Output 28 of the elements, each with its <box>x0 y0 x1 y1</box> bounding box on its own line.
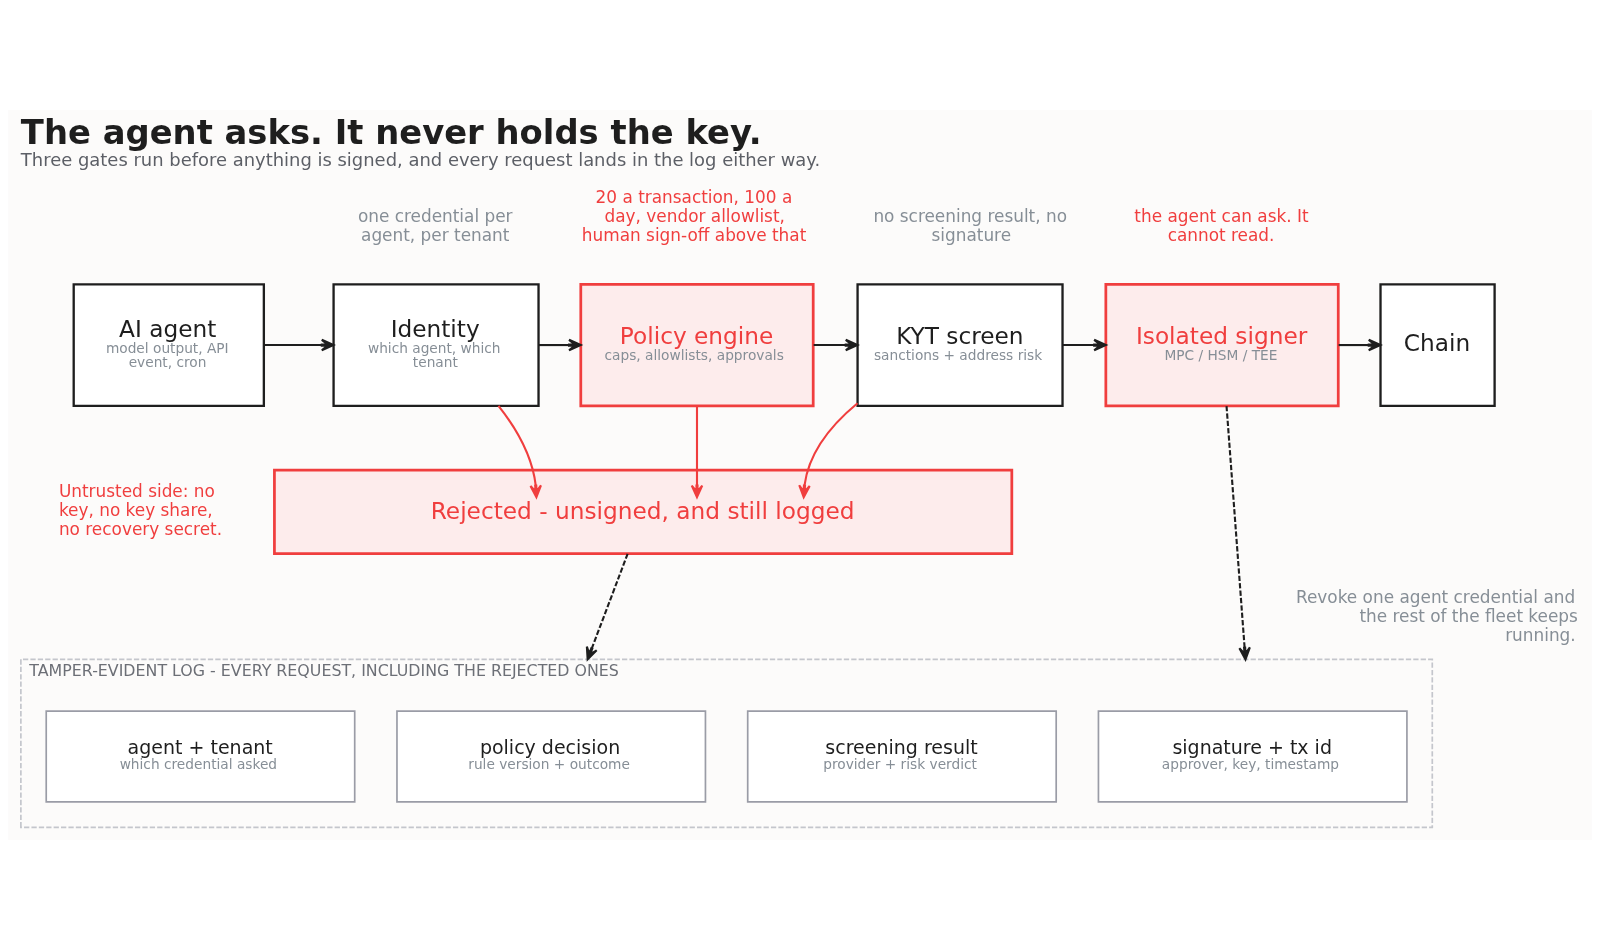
label: Revoke one agent credential and the rest of the fleet keeps running. <box>1296 587 1578 646</box>
arrow <box>1225 406 1251 661</box>
node-box: screening result provider + risk verdict <box>746 710 1058 803</box>
node-label: no screening result, no signature <box>873 205 1068 245</box>
node-box: Identity which agent, which tenant <box>332 283 540 407</box>
arrow <box>690 406 704 499</box>
arrow <box>1338 338 1382 352</box>
node-box: AI agent model output, API event, cron <box>72 283 266 407</box>
node-label: 20 a transaction, 100 a day, vendor allowlist, human sign-off above that <box>581 186 807 245</box>
arrow <box>798 402 859 499</box>
node-label: the agent can ask. It cannot read. <box>1134 205 1309 245</box>
diagram-title: The agent asks. It never holds the key. <box>20 113 762 153</box>
node-box: signature + tx id approver, key, timestamp <box>1097 710 1408 803</box>
arrow <box>1062 338 1107 352</box>
node-box: Chain <box>1379 283 1496 407</box>
arrow <box>264 338 335 352</box>
node-box: Rejected - unsigned, and still logged <box>273 468 1014 556</box>
node-box: Isolated signer MPC / HSM / TEE <box>1104 282 1340 408</box>
node-box: agent + tenant which credential asked <box>45 710 356 803</box>
arrow <box>585 553 629 661</box>
node-label: one credential per agent, per tenant <box>357 205 513 245</box>
arrow <box>813 338 859 352</box>
node-box: KYT screen sanctions + address risk <box>856 283 1064 407</box>
node-box: Policy engine caps, allowlists, approvals <box>579 282 815 408</box>
arrow <box>539 338 582 352</box>
node-box: policy decision rule version + outcome <box>396 710 707 803</box>
arrow <box>497 405 542 499</box>
label: Untrusted side: no key, no key share, no recovery secret. <box>58 480 223 540</box>
